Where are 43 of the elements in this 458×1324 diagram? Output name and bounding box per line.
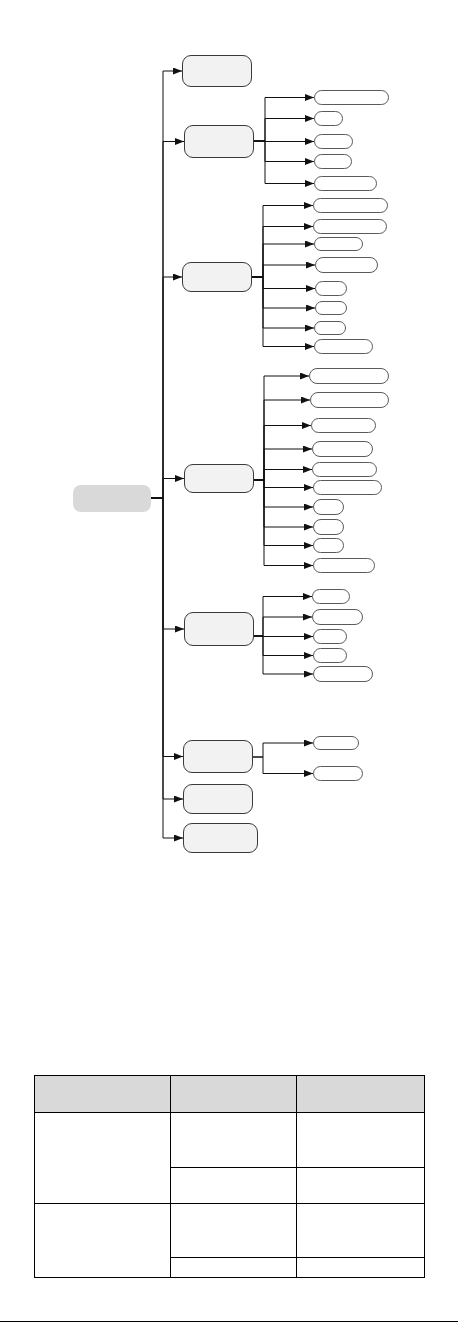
arrow xyxy=(252,756,314,777)
leaf-box xyxy=(313,499,344,515)
branch-box xyxy=(184,612,254,646)
leaf-box xyxy=(314,339,373,354)
leaf-box xyxy=(313,736,359,750)
leaf-box xyxy=(314,90,389,105)
branch-box xyxy=(184,464,254,493)
leaf-box xyxy=(313,219,387,234)
leaf-box xyxy=(311,418,376,433)
branch-box xyxy=(184,125,254,158)
leaf-box xyxy=(309,368,389,384)
leaf-box xyxy=(314,237,363,251)
leaf-box xyxy=(313,629,347,644)
leaf-box xyxy=(312,462,377,477)
branch-box xyxy=(182,262,252,292)
branch-box xyxy=(183,740,253,773)
leaf-box xyxy=(315,301,347,315)
leaf-box xyxy=(314,134,353,149)
branch-box xyxy=(183,823,258,853)
arrow xyxy=(253,140,315,187)
leaf-box xyxy=(313,198,388,213)
leaf-box xyxy=(313,666,373,682)
leaf-box xyxy=(312,441,373,457)
leaf-box xyxy=(310,392,389,408)
leaf-box xyxy=(312,589,350,604)
leaf-box xyxy=(315,281,347,296)
leaf-box xyxy=(313,480,382,495)
leaf-box xyxy=(313,648,347,663)
leaf-box xyxy=(314,154,352,169)
branch-box xyxy=(182,55,252,87)
leaf-box xyxy=(312,609,363,625)
branch-box xyxy=(183,784,253,814)
leaf-box xyxy=(313,519,344,535)
leaf-box xyxy=(313,558,375,573)
leaf-box xyxy=(313,766,363,781)
leaf-box xyxy=(314,176,377,191)
root-box xyxy=(73,485,151,512)
arrow xyxy=(253,479,314,569)
leaf-box xyxy=(313,538,344,553)
leaf-box xyxy=(314,111,343,126)
leaf-box xyxy=(315,257,378,273)
leaf-box xyxy=(314,321,346,335)
arrow xyxy=(253,635,314,678)
